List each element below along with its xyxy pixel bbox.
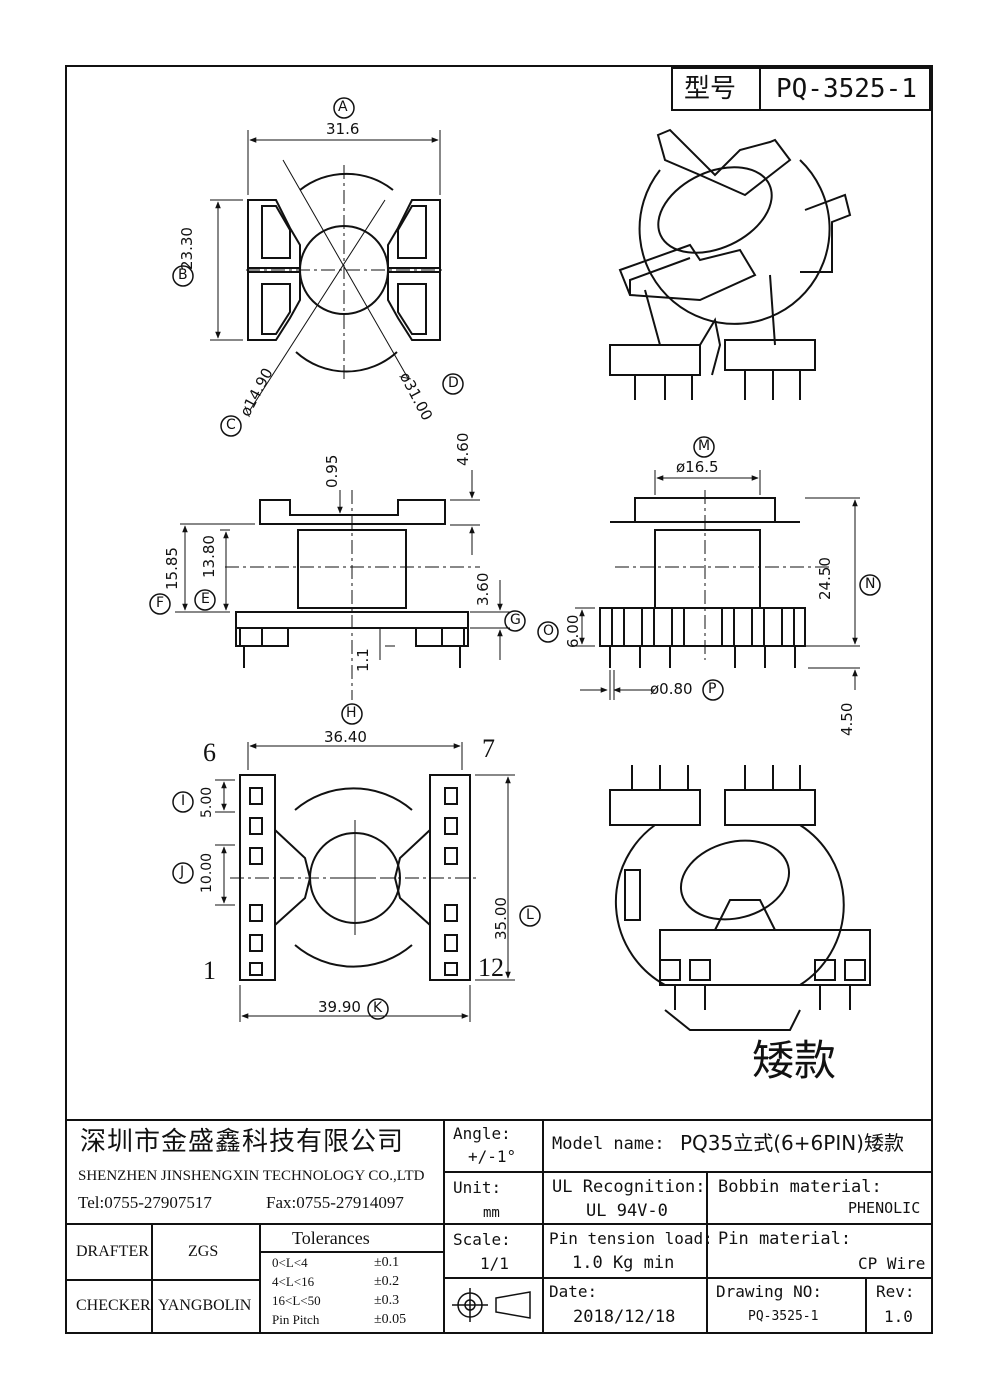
callout-B: B xyxy=(178,267,188,283)
callout-J: J xyxy=(180,864,185,880)
rev-label: Rev: xyxy=(876,1282,915,1301)
date-label: Date: xyxy=(549,1282,598,1301)
drafter-label: DRAFTER xyxy=(76,1243,149,1260)
iso-view-bottom xyxy=(609,765,871,1031)
dim-E-value: 13.80 xyxy=(200,535,218,578)
dim-A-value: 31.6 xyxy=(326,120,360,138)
callout-D: D xyxy=(448,375,459,391)
bottom-view-dims xyxy=(215,742,515,1022)
front-view-dims xyxy=(175,470,510,660)
dim-H-value: 36.40 xyxy=(324,728,367,746)
dim-4-50-value: 4.50 xyxy=(838,702,856,736)
callout-F: F xyxy=(156,595,165,611)
dim-4-60-value: 4.60 xyxy=(454,432,472,466)
drawing-no-label: Drawing NO: xyxy=(716,1282,822,1301)
scale-value: 1/1 xyxy=(480,1254,509,1273)
tolerance-range-1: 0<L<4 xyxy=(272,1255,308,1270)
bobbin-material-value: PHENOLIC xyxy=(848,1199,921,1217)
pin-material-label: Pin material: xyxy=(718,1229,852,1249)
model-name-label: Model name: xyxy=(552,1134,665,1154)
callout-G: G xyxy=(510,612,521,628)
company-name-cn: 深圳市金盛鑫科技有限公司 xyxy=(80,1127,405,1157)
ul-label: UL Recognition: xyxy=(552,1177,706,1197)
unit-label: Unit: xyxy=(453,1178,502,1197)
dim-1-1-value: 1.1 xyxy=(354,648,372,672)
callout-H: H xyxy=(346,705,357,721)
dim-K-value: 39.90 xyxy=(318,998,361,1016)
pin-label-7: 7 xyxy=(482,734,495,763)
front-view-centerlines xyxy=(225,490,480,700)
model-name-value: PQ35立式(6+6PIN)矮款 xyxy=(680,1131,904,1155)
drawing-frame xyxy=(65,65,933,1334)
callout-P: P xyxy=(708,681,717,697)
dim-G-value: 3.60 xyxy=(474,572,492,606)
tolerance-range-4: Pin Pitch xyxy=(272,1312,320,1327)
front-view xyxy=(235,499,469,668)
variant-label: 矮款 xyxy=(752,1036,837,1085)
callout-I: I xyxy=(181,793,186,809)
dim-P-value: ø0.80 xyxy=(650,680,693,698)
bobbin-material-label: Bobbin material: xyxy=(718,1177,882,1197)
callout-C: C xyxy=(226,417,236,433)
iso-view-top xyxy=(609,128,852,400)
angle-label: Angle: xyxy=(453,1124,511,1143)
unit-value: mm xyxy=(483,1205,500,1221)
company-fax: Fax:0755-27914097 xyxy=(266,1193,404,1212)
tolerances-title: Tolerances xyxy=(292,1228,370,1248)
tolerance-value-1: ±0.1 xyxy=(374,1255,400,1270)
dim-F-value: 15.85 xyxy=(163,547,181,590)
callout-N: N xyxy=(865,576,876,592)
pin-label-12: 12 xyxy=(478,953,504,982)
ul-value: UL 94V-0 xyxy=(586,1201,668,1221)
angle-value: +/-1° xyxy=(468,1147,517,1166)
tolerance-range-2: 4<L<16 xyxy=(272,1274,315,1289)
dim-I-value: 5.00 xyxy=(199,786,215,818)
tolerance-range-3: 16<L<50 xyxy=(272,1293,321,1308)
company-tel: Tel:0755-27907517 xyxy=(78,1193,212,1212)
bottom-view-centerlines xyxy=(230,820,480,935)
title-block-grid xyxy=(66,1119,932,1333)
projection-symbol xyxy=(452,1288,531,1322)
dim-B-value: 23.30 xyxy=(178,227,196,270)
callout-O: O xyxy=(543,623,555,639)
drawing-no-value: PQ-3525-1 xyxy=(748,1309,819,1324)
model-label: 型号 xyxy=(684,74,737,104)
drafter-value: ZGS xyxy=(188,1243,219,1260)
top-view-centerlines xyxy=(246,159,442,411)
model-number-box xyxy=(671,67,931,111)
dim-N-value: 24.50 xyxy=(816,557,834,600)
company-name-en: SHENZHEN JINSHENGXIN TECHNOLOGY CO.,LTD xyxy=(78,1168,425,1184)
pin-label-1: 1 xyxy=(203,956,216,985)
side-view-dims xyxy=(575,470,860,700)
tolerance-value-3: ±0.3 xyxy=(374,1293,400,1308)
pin-material-value: CP Wire xyxy=(858,1254,926,1273)
callout-K: K xyxy=(373,1000,383,1016)
dim-J-value: 10.00 xyxy=(199,852,215,893)
pin-tension-value: 1.0 Kg min xyxy=(572,1253,675,1273)
dim-O-value: 6.00 xyxy=(564,614,582,648)
side-view xyxy=(599,497,806,668)
dim-L-value: 35.00 xyxy=(492,897,510,940)
date-value: 2018/12/18 xyxy=(573,1307,676,1327)
top-view-dims xyxy=(210,130,441,341)
callout-L: L xyxy=(526,907,534,923)
tolerance-value-2: ±0.2 xyxy=(374,1274,400,1289)
callout-E: E xyxy=(201,591,210,607)
dim-0-95-value: 0.95 xyxy=(323,454,341,488)
pin-tension-label: Pin tension load: xyxy=(549,1229,713,1248)
callout-circles xyxy=(149,97,881,1020)
scale-label: Scale: xyxy=(453,1230,511,1249)
model-value: PQ-3525-1 xyxy=(776,74,917,104)
checker-value: YANGBOLIN xyxy=(158,1297,252,1314)
dim-M-value: ø16.5 xyxy=(676,458,719,476)
side-view-centerlines xyxy=(615,490,830,660)
checker-label: CHECKER xyxy=(76,1297,151,1314)
callout-A: A xyxy=(338,99,348,115)
callout-M: M xyxy=(698,438,711,454)
tolerance-value-4: ±0.05 xyxy=(374,1312,407,1327)
pin-label-6: 6 xyxy=(203,738,216,767)
rev-value: 1.0 xyxy=(884,1307,913,1326)
